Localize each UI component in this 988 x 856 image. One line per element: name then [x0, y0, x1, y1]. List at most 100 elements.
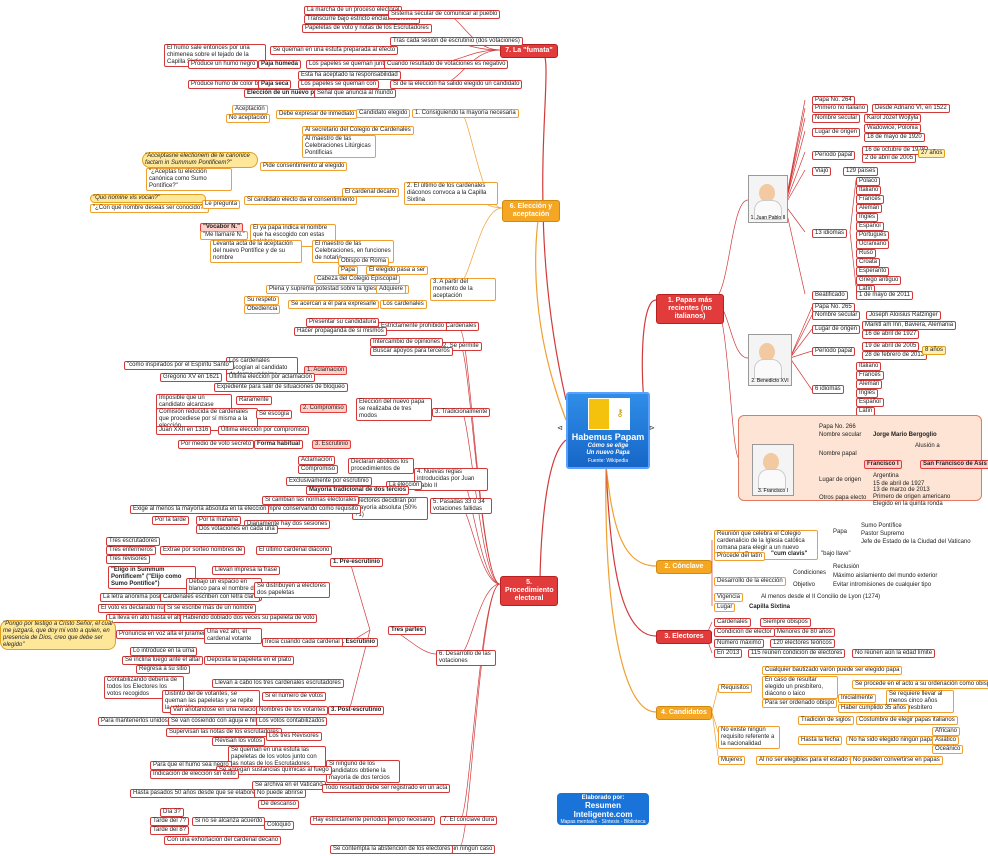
proc-expediente[interactable]: Expediente para salir de situaciones de … — [214, 383, 348, 392]
elec-levanta[interactable]: Levanta acta de la aceptación del nuevo … — [210, 240, 302, 263]
b16-lugar[interactable]: Lugar de origen — [812, 325, 861, 334]
conclave-objetivo[interactable]: Objetivo — [793, 582, 816, 588]
cand-ordenado[interactable]: Se procede en el acto a su ordenación co… — [852, 680, 988, 689]
proc-doblada[interactable]: Habiendo doblado dos veces su papeleta d… — [180, 614, 318, 623]
elec-cabeza[interactable]: Cabeza del Colegio Episcopal — [314, 275, 401, 284]
proc-tres-esc[interactable]: Tres escrutadores — [106, 537, 161, 546]
b16-language-item[interactable]: Alemán — [856, 380, 883, 389]
proc-raramente[interactable]: Raramente — [236, 396, 272, 405]
conclave-jefe[interactable]: Jefe de Estado de la Ciudad del Vaticano — [861, 539, 971, 545]
fr-primero-americano[interactable]: Primero de origen americano — [873, 494, 951, 500]
proc-coloquio[interactable]: Coloquio — [264, 821, 294, 830]
elec-acept[interactable]: Aceptación — [232, 105, 268, 114]
proc-aclam2[interactable]: Aclamación — [298, 456, 336, 465]
elec-n2[interactable]: 2. El último de los cardenales diáconos … — [404, 182, 498, 205]
proc-electores[interactable]: Electores decidirán por mayoría absoluta… — [352, 497, 428, 520]
proc-tres[interactable]: Tres partes — [388, 626, 427, 635]
jp2-language-item[interactable]: Francés — [856, 195, 884, 204]
jp2-language-item[interactable]: Ucraniano — [856, 240, 890, 249]
fum-produce[interactable]: Produce un humo negro — [188, 60, 259, 69]
proc-nopuede[interactable]: No puede abrirse — [254, 789, 307, 798]
fum-senal[interactable]: Señal que anuncia al mundo — [314, 89, 397, 98]
jp2-primero[interactable]: Primero no italiano — [812, 104, 869, 113]
cand-varon[interactable]: Cualquier bautizado varón puede ser eleg… — [762, 666, 903, 675]
b16-language-item[interactable]: Español — [856, 398, 884, 407]
proc-si-num[interactable]: Si el número de votos — [262, 692, 327, 701]
proc-pronuncia[interactable]: Pronuncia en voz alta el juramento — [116, 630, 215, 639]
b16-nacimiento[interactable]: 16 de abril de 1927 — [862, 330, 920, 339]
proc-regresa[interactable]: Regresa a su sitio — [136, 665, 191, 674]
b16-language-item[interactable]: Inglés — [856, 389, 879, 398]
conclave-cum[interactable]: "cum clavis" — [771, 551, 808, 557]
b16-idiomas[interactable]: 6 idiomas — [812, 385, 844, 394]
jp2-beatificado[interactable]: Beatificado — [812, 291, 848, 300]
fr-argentina[interactable]: Argentina — [873, 473, 899, 479]
fum-pajaseca[interactable]: Paja seca — [258, 80, 292, 89]
elec-plena[interactable]: Plena y suprema potestad sobre la Iglesi… — [266, 285, 410, 294]
jp2-language-item[interactable]: Griego antiguo — [856, 276, 902, 285]
proc-dia3[interactable]: Día 3? — [160, 808, 184, 817]
cand-noexiste[interactable]: No existe ningún requisito referente a l… — [718, 726, 780, 749]
proc-unavez[interactable]: Una vez ahí, el cardenal votante — [204, 628, 262, 644]
proc-masnom[interactable]: Si se escribe más de un nombre — [164, 604, 257, 613]
conclave-reclusion[interactable]: Reclusión — [833, 564, 860, 570]
electores-menos80[interactable]: Menores de 80 años — [774, 628, 835, 637]
proc-eligo[interactable]: "Eligo in Summum Pontificem" ("Elijo com… — [108, 566, 196, 589]
conclave-maximo[interactable]: Máximo aislamiento del mundo exterior — [833, 573, 938, 579]
proc-se-escogia[interactable]: Se escogía — [256, 410, 293, 419]
fr-asis[interactable]: San Francisco de Asís — [920, 460, 988, 469]
fr-otros[interactable]: Otros papa electo — [819, 495, 867, 501]
proc-comp2[interactable]: Compromiso — [298, 465, 339, 474]
proc-para-mant[interactable]: Para mantenerlos unidos — [98, 717, 171, 726]
branch-fumata[interactable]: 7. La "fumata" — [500, 44, 558, 58]
proc-pre[interactable]: 1. Pre-escrutinio — [330, 558, 384, 567]
jp2-language-item[interactable]: Español — [856, 222, 884, 231]
proc-post[interactable]: 3. Post-escrutinio — [328, 706, 385, 715]
elec-adquiere[interactable]: Adquiere — [376, 285, 407, 294]
cand-tradicion[interactable]: Tradición de siglos — [798, 716, 854, 725]
cand-hacer[interactable]: Haber cumplido 35 años — [838, 704, 910, 713]
b16-anos[interactable]: 8 años — [922, 346, 947, 355]
conclave-lugar[interactable]: Lugar — [714, 603, 736, 612]
proc-si-ninguno[interactable]: Si ninguno de los candidatos obtiene la … — [326, 760, 400, 783]
elec-surespeto[interactable]: Su respeto — [244, 296, 280, 305]
expand-right-icon[interactable]: ⊳ — [649, 425, 655, 432]
fr-alusion[interactable]: Alusión a — [915, 443, 940, 449]
proc-hay[interactable]: Hay estrictamente períodos — [310, 816, 390, 825]
proc-todo[interactable]: Todo resultado debe ser registrado en un… — [322, 784, 451, 793]
jp2-language-item[interactable]: Esperanto — [856, 267, 890, 276]
proc-n5[interactable]: 5. Pasadas 33 o 34 votaciones fallidas — [430, 498, 492, 514]
elec-n1[interactable]: 1. Consiguiendo la mayoría necesaria — [412, 109, 519, 118]
proc-inspirados[interactable]: "como inspirados por el Espíritu Santo" — [124, 361, 234, 370]
jp2-language-item[interactable]: Alemán — [856, 204, 883, 213]
b16-markt[interactable]: Marktl am Inn, Baviera, Alemania — [862, 321, 957, 330]
fum-transcurre[interactable]: Transcurre bajo estricto enclaustramient… — [304, 15, 421, 24]
fr-npapal[interactable]: Nombre papal — [819, 451, 857, 457]
conclave-llave[interactable]: "bajo llave" — [821, 551, 851, 557]
jp2-language-item[interactable]: Inglés — [856, 213, 879, 222]
b16-joseph[interactable]: Joseph Aloisius Ratzinger — [866, 311, 941, 320]
elec-lepregunta[interactable]: Le pregunta — [202, 200, 241, 209]
b16-periodo-inicio[interactable]: 19 de abril de 2005 — [862, 342, 920, 351]
proc-inclina[interactable]: Se inclina luego ante el altar — [122, 656, 204, 665]
conclave-desarrollo[interactable]: Desarrollo de la elección — [714, 577, 786, 586]
elec-obispo[interactable]: Obispo de Roma — [338, 257, 390, 266]
conclave-papa[interactable]: Papa — [833, 529, 848, 535]
cand-asiatico[interactable]: Asiático — [932, 736, 960, 745]
fum-sistema[interactable]: Sistema secular de comunicar al pueblo — [388, 10, 501, 19]
proc-revisan[interactable]: Revisan los votos — [212, 737, 266, 746]
proc-secreto[interactable]: Por medio de voto secreto — [178, 440, 255, 449]
electores-2013[interactable]: En 2013 — [714, 649, 743, 658]
proc-contempla[interactable]: Se contempla la abstención de los electo… — [330, 845, 454, 854]
b16-language-item[interactable]: Francés — [856, 371, 884, 380]
proc-inicia[interactable]: Inicia cuando cada cardenal — [262, 638, 343, 647]
proc-habitual[interactable]: Forma habitual — [254, 440, 304, 449]
fum-cuando[interactable]: Cuando resultado de votaciones es negati… — [384, 60, 509, 69]
fr-lugar[interactable]: Lugar de origen — [819, 477, 862, 483]
fum-paja[interactable]: Paja húmeda — [258, 60, 302, 69]
conclave-evitar[interactable]: Evitar intromisiones de cualquier tipo — [833, 582, 932, 588]
fum-papelesb[interactable]: Los papeles se queman con — [298, 80, 380, 89]
conclave-procede[interactable]: Procede del latín — [714, 552, 766, 561]
fr-papa-no[interactable]: Papa No. 266 — [819, 424, 856, 430]
jp2-nombre[interactable]: Nombre secular — [812, 114, 861, 123]
